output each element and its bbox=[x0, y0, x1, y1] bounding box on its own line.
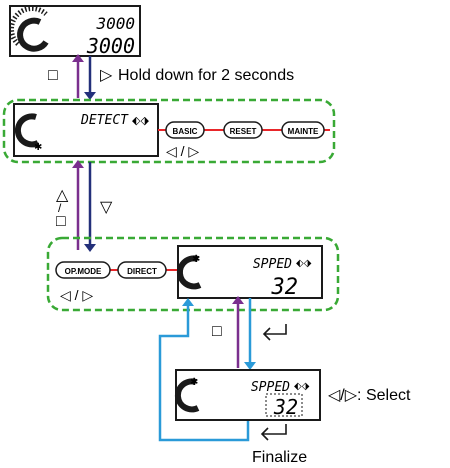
arrows-indicator-icon-2: ⬖⬗ bbox=[296, 258, 312, 269]
blinking-value-frame bbox=[265, 393, 303, 417]
top-value-upper: 3000 bbox=[95, 14, 135, 33]
arrows-indicator-icon: ⬖⬗ bbox=[132, 115, 149, 127]
detect-nav-arrows: ◁ / ▷ bbox=[166, 143, 199, 159]
arrowhead-down-icon-2 bbox=[84, 244, 96, 252]
opmode-screen-value: 32 bbox=[271, 275, 299, 300]
asterisk-icon-3: ✱ bbox=[190, 377, 198, 388]
opmode-nav-arrows: ◁ / ▷ bbox=[60, 287, 93, 303]
select-screen-value: 32 bbox=[273, 395, 298, 419]
asterisk-icon: ✱ bbox=[34, 142, 42, 153]
opmode-screen-text: SPPED bbox=[253, 257, 292, 272]
hold-instruction: Hold down for 2 seconds bbox=[118, 67, 294, 84]
arrowhead-up-icon-2 bbox=[72, 160, 84, 168]
arrowhead-up-icon bbox=[72, 54, 84, 62]
key-square-icon-2: □ bbox=[56, 213, 66, 230]
select-caption: ◁/▷: Select bbox=[328, 387, 411, 404]
direct-button[interactable] bbox=[117, 261, 167, 279]
asterisk-icon-2: ✱ bbox=[192, 254, 200, 265]
scale-ticks-icon bbox=[9, 6, 48, 46]
top-value-lower: 3000 bbox=[86, 34, 135, 58]
gauge-arc-icon bbox=[17, 17, 49, 52]
opmode-label: OP.MODE bbox=[65, 267, 102, 276]
arrowhead-down-icon bbox=[84, 92, 96, 100]
gauge-arc-icon-3 bbox=[176, 255, 202, 290]
arrowhead-down-icon-3 bbox=[244, 362, 256, 370]
slash-separator: / bbox=[58, 201, 62, 215]
gauge-arc-icon-2 bbox=[14, 113, 40, 148]
basic-button[interactable] bbox=[165, 121, 205, 139]
direct-label: DIRECT bbox=[127, 267, 157, 276]
down-triangle-icon: ▽ bbox=[100, 199, 113, 216]
up-triangle-icon: △ bbox=[56, 187, 69, 204]
finalize-loop-line bbox=[158, 300, 250, 442]
key-square-icon: □ bbox=[48, 67, 58, 84]
key-square-icon-3: □ bbox=[212, 323, 222, 340]
enter-key-icon bbox=[262, 324, 287, 341]
top-display: 3000 3000 bbox=[9, 5, 141, 58]
arrows-indicator-icon-3: ⬖⬗ bbox=[294, 381, 310, 392]
mainte-label: MAINTE bbox=[288, 127, 319, 136]
opmode-group-frame bbox=[46, 236, 340, 312]
gauge-arc-icon-4 bbox=[174, 378, 200, 413]
opmode-display-frame bbox=[177, 245, 323, 299]
reset-button[interactable] bbox=[223, 121, 263, 139]
reset-label: RESET bbox=[230, 127, 257, 136]
detect-display-frame bbox=[13, 103, 159, 157]
select-display-frame bbox=[175, 369, 321, 421]
detect-group-frame bbox=[2, 98, 336, 164]
arrowhead-loop-icon bbox=[182, 298, 194, 306]
select-screen-text: SPPED bbox=[251, 380, 290, 395]
opmode-button[interactable] bbox=[55, 261, 111, 279]
finalize-label: Finalize bbox=[252, 449, 307, 466]
right-triangle-icon: ▷ bbox=[100, 67, 113, 84]
basic-label: BASIC bbox=[173, 127, 198, 136]
arrowhead-up-icon-3 bbox=[232, 296, 244, 304]
enter-key-icon-2 bbox=[260, 424, 287, 441]
mainte-button[interactable] bbox=[281, 121, 325, 139]
detect-screen-text: DETECT bbox=[80, 113, 129, 128]
